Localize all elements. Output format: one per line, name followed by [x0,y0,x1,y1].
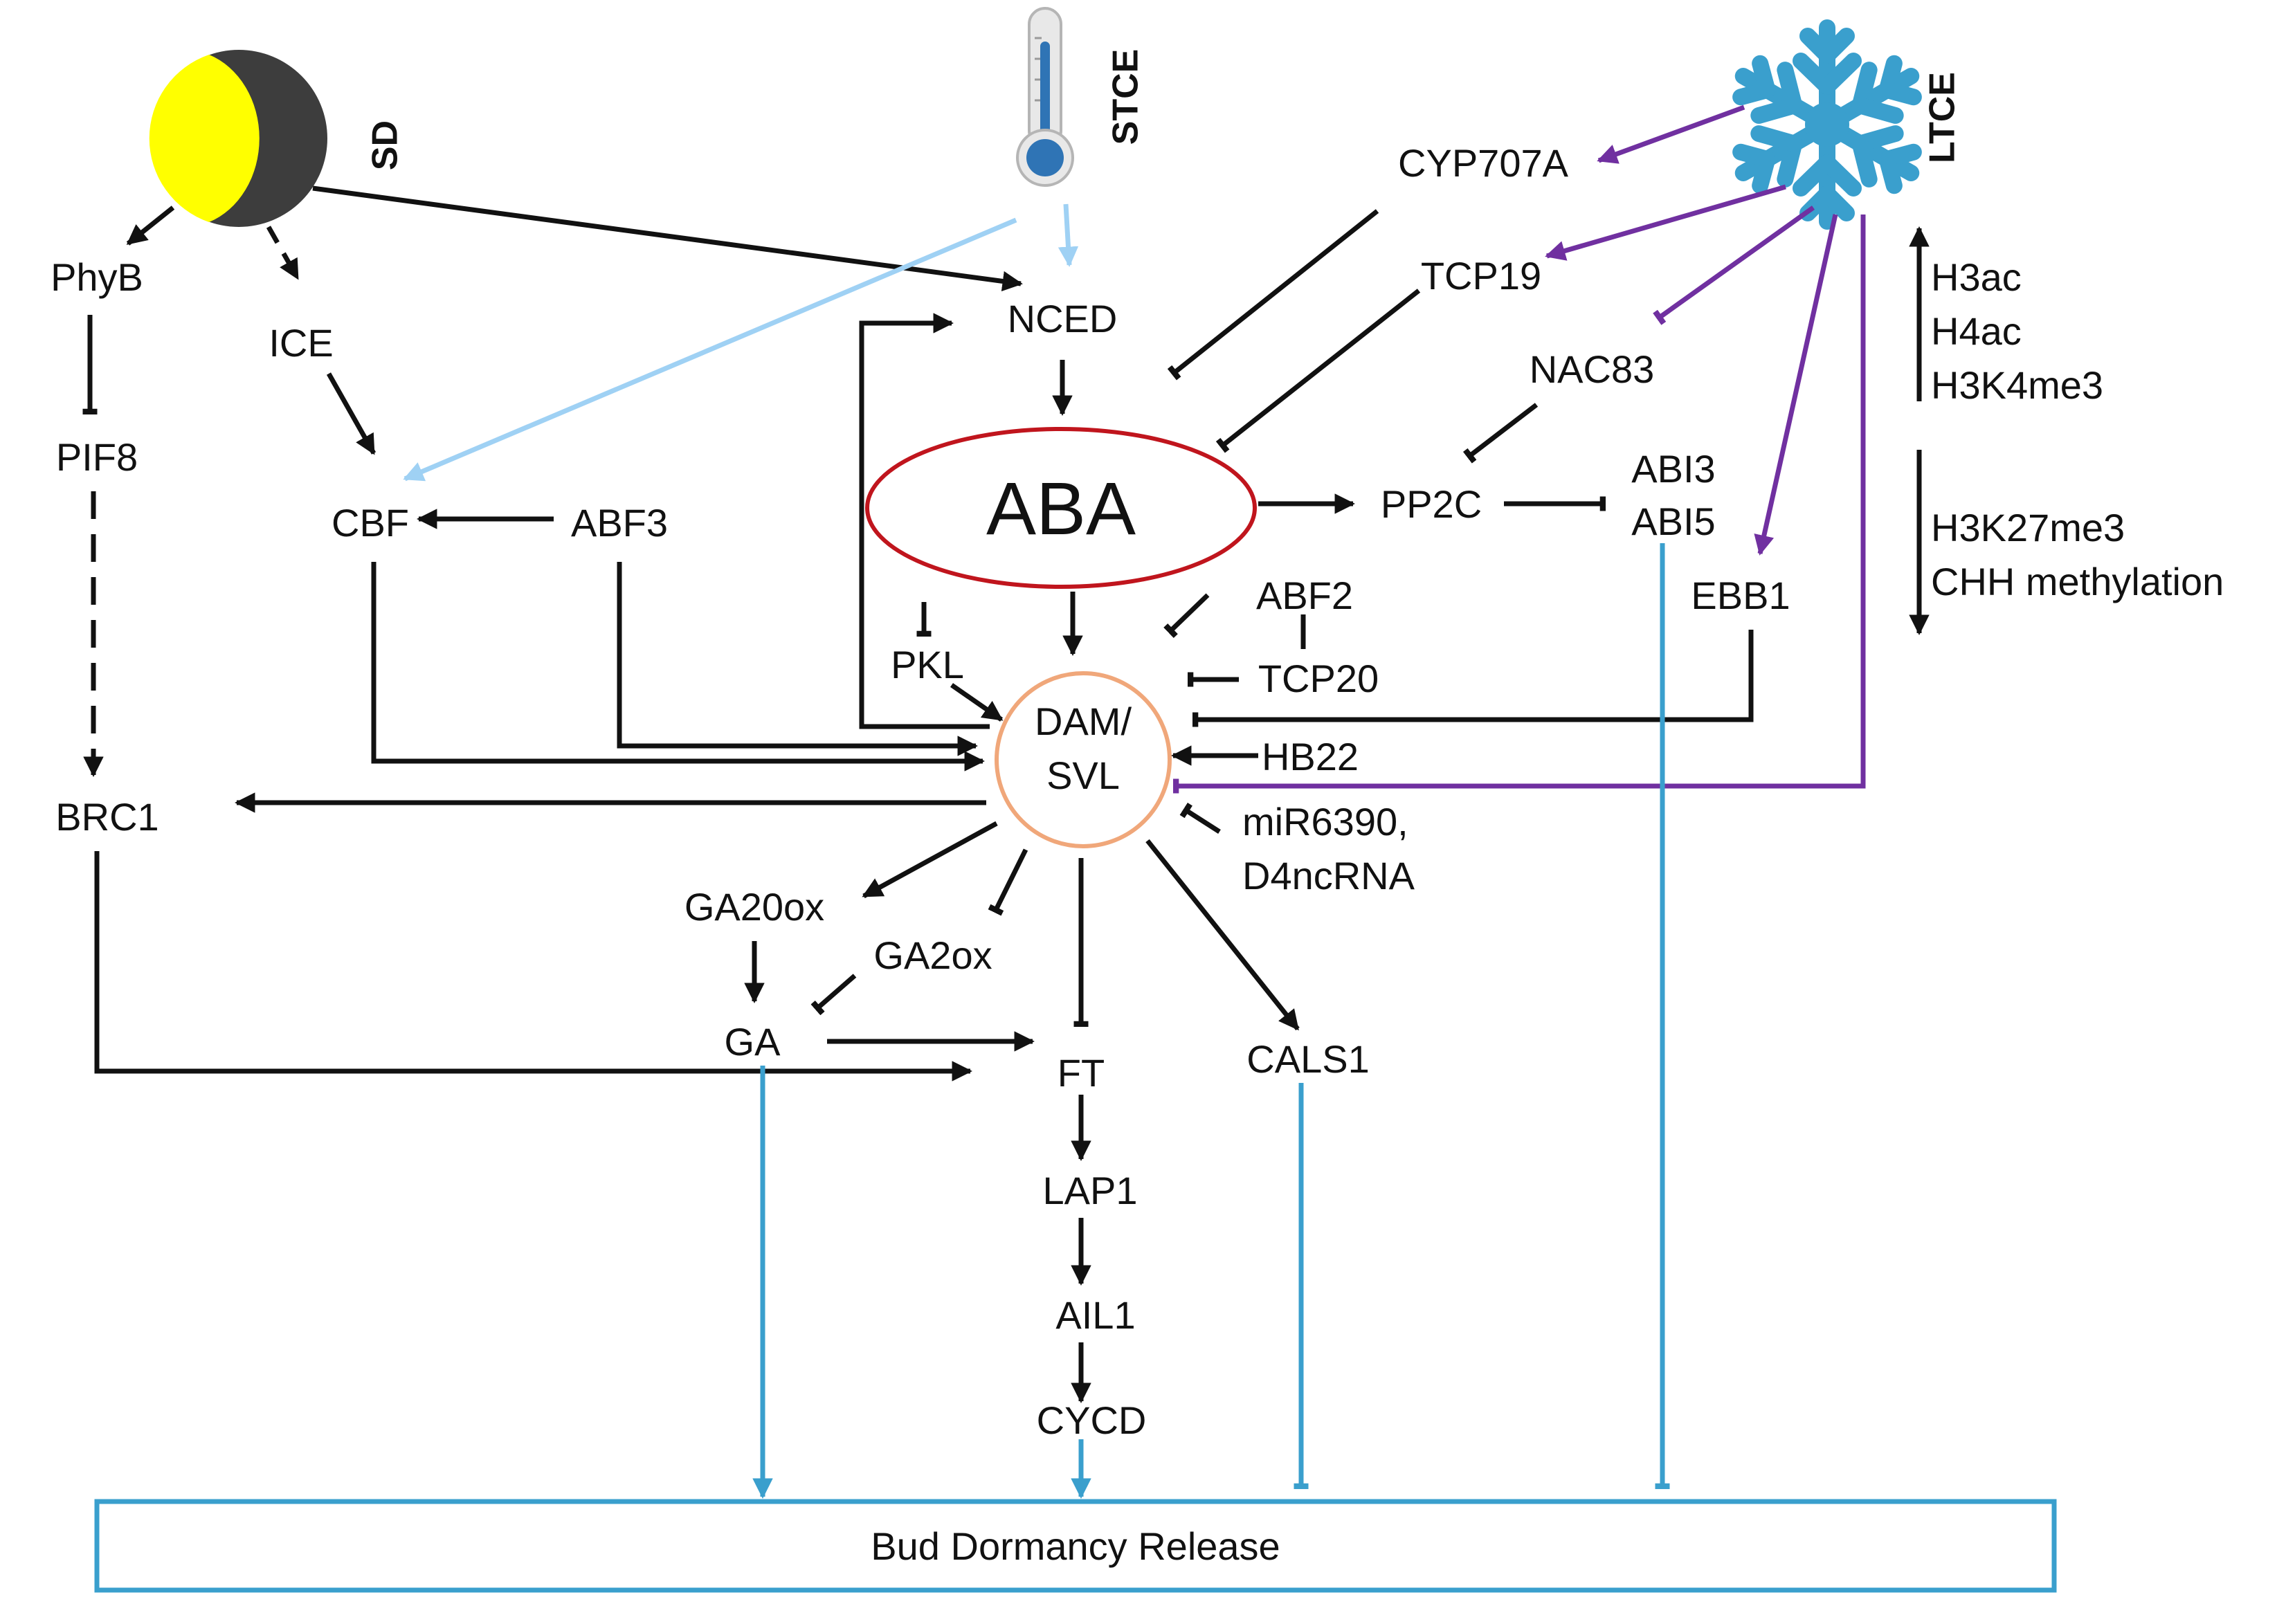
h3k27me3-label: H3K27me3 [1931,506,2125,549]
pkl-label: PKL [891,643,964,686]
dam-svl-circle [995,671,1172,848]
nced-label: NCED [1008,297,1118,340]
nac83-label: NAC83 [1530,347,1655,391]
stce-label: STCE [1106,49,1146,145]
ltce-links [1172,104,1866,794]
h3ac-label: H3ac [1931,255,2022,299]
ft-label: FT [1058,1051,1105,1095]
ga2ox-label: GA2ox [873,933,992,977]
bud-dormancy-release-label: Bud Dormancy Release [871,1524,1280,1568]
bud-release-links [752,543,1670,1499]
inhibition-lines [82,209,1754,1028]
abf2-label: ABF2 [1256,574,1353,617]
chh-methylation-label: CHH methylation [1931,560,2224,603]
ebb1-label: EBB1 [1691,574,1790,617]
ltce-label: LTCE [1923,72,1963,163]
moon-icon [149,50,327,227]
mir6390-label-line2: D4ncRNA [1242,854,1415,897]
stce-arrows [403,203,1079,482]
mir6390-label-line1: miR6390, [1242,800,1408,843]
pif8-label: PIF8 [56,435,138,479]
pp2c-label: PP2C [1381,482,1482,526]
cycd-label: CYCD [1037,1398,1147,1442]
thermometer-icon [1016,7,1074,187]
aba-ellipse [865,427,1257,589]
cbf-label: CBF [332,501,409,545]
aba-label: ABA [986,466,1136,550]
bud-dormancy-box [94,1499,2057,1593]
sd-label: SD [365,120,406,170]
cals1-label: CALS1 [1246,1037,1369,1081]
h4ac-label: H4ac [1931,309,2022,353]
abf3-label: ABF3 [571,501,668,545]
tcp19-label: TCP19 [1421,254,1541,298]
ga20ox-label: GA20ox [684,885,824,929]
ail1-label: AIL1 [1055,1293,1135,1337]
hb22-label: HB22 [1262,735,1359,778]
snowflake-icon [1730,19,1924,221]
brc1-label: BRC1 [55,795,158,839]
lap1-label: LAP1 [1043,1169,1138,1212]
abi3-label: ABI3 [1631,447,1715,491]
ga-label: GA [725,1020,781,1064]
tcp20-label: TCP20 [1258,657,1379,700]
ice-label: ICE [269,321,333,365]
abi5-label: ABI5 [1631,500,1715,543]
h3k4me3-label: H3K4me3 [1931,363,2103,407]
dam-svl-label-line1: DAM/ [1035,700,1132,743]
dam-svl-label-line2: SVL [1046,754,1120,797]
phyb-label: PhyB [51,255,143,299]
cyp707a-label: CYP707A [1398,141,1569,185]
